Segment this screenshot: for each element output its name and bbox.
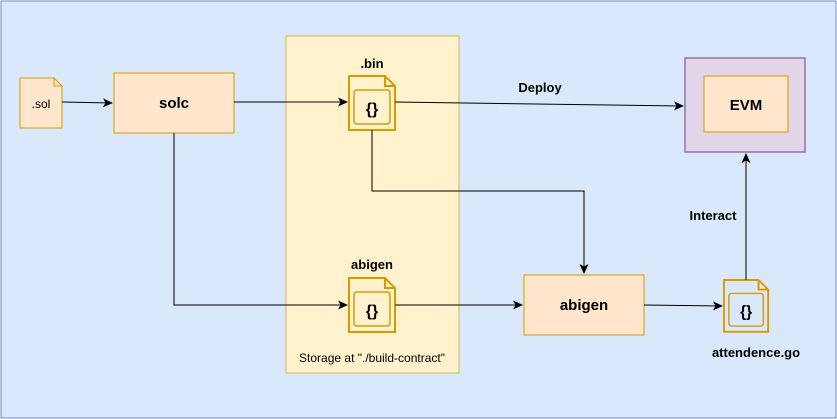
bin-file-label: .bin: [360, 56, 383, 71]
edge-bin-to-abigen: [371, 130, 589, 274]
edge-sol-to-solc: [61, 98, 113, 108]
solc-label: solc: [159, 95, 189, 112]
abigen-process-label: abigen: [560, 297, 608, 314]
storage-label: Storage at "./build-contract": [299, 351, 445, 365]
solc-node[interactable]: [113, 72, 235, 134]
edges: [61, 97, 751, 311]
abigen-file-label: abigen: [351, 257, 393, 272]
interact-label-bg: [684, 206, 744, 224]
evm-label: EVM: [730, 97, 763, 114]
abigen-file-icon[interactable]: [348, 277, 396, 333]
go-file-icon[interactable]: [723, 279, 770, 333]
bin-file-icon[interactable]: [348, 75, 396, 131]
edge-abigen-to-go: [643, 301, 723, 311]
edge-bin-to-evm: [394, 101, 684, 111]
sol-file-label: .sol: [32, 97, 51, 111]
sol-file-shape: [19, 77, 63, 129]
sol-file-fold: [53, 78, 62, 87]
evm-node[interactable]: [703, 75, 789, 133]
go-file-label: attendence.go: [712, 345, 800, 360]
deploy-edge-label: Deploy: [518, 80, 562, 95]
edge-solc-to-abigen-file: [173, 133, 348, 310]
sol-file-node[interactable]: .sol: [19, 77, 63, 129]
interact-edge-label: Interact: [690, 208, 738, 223]
